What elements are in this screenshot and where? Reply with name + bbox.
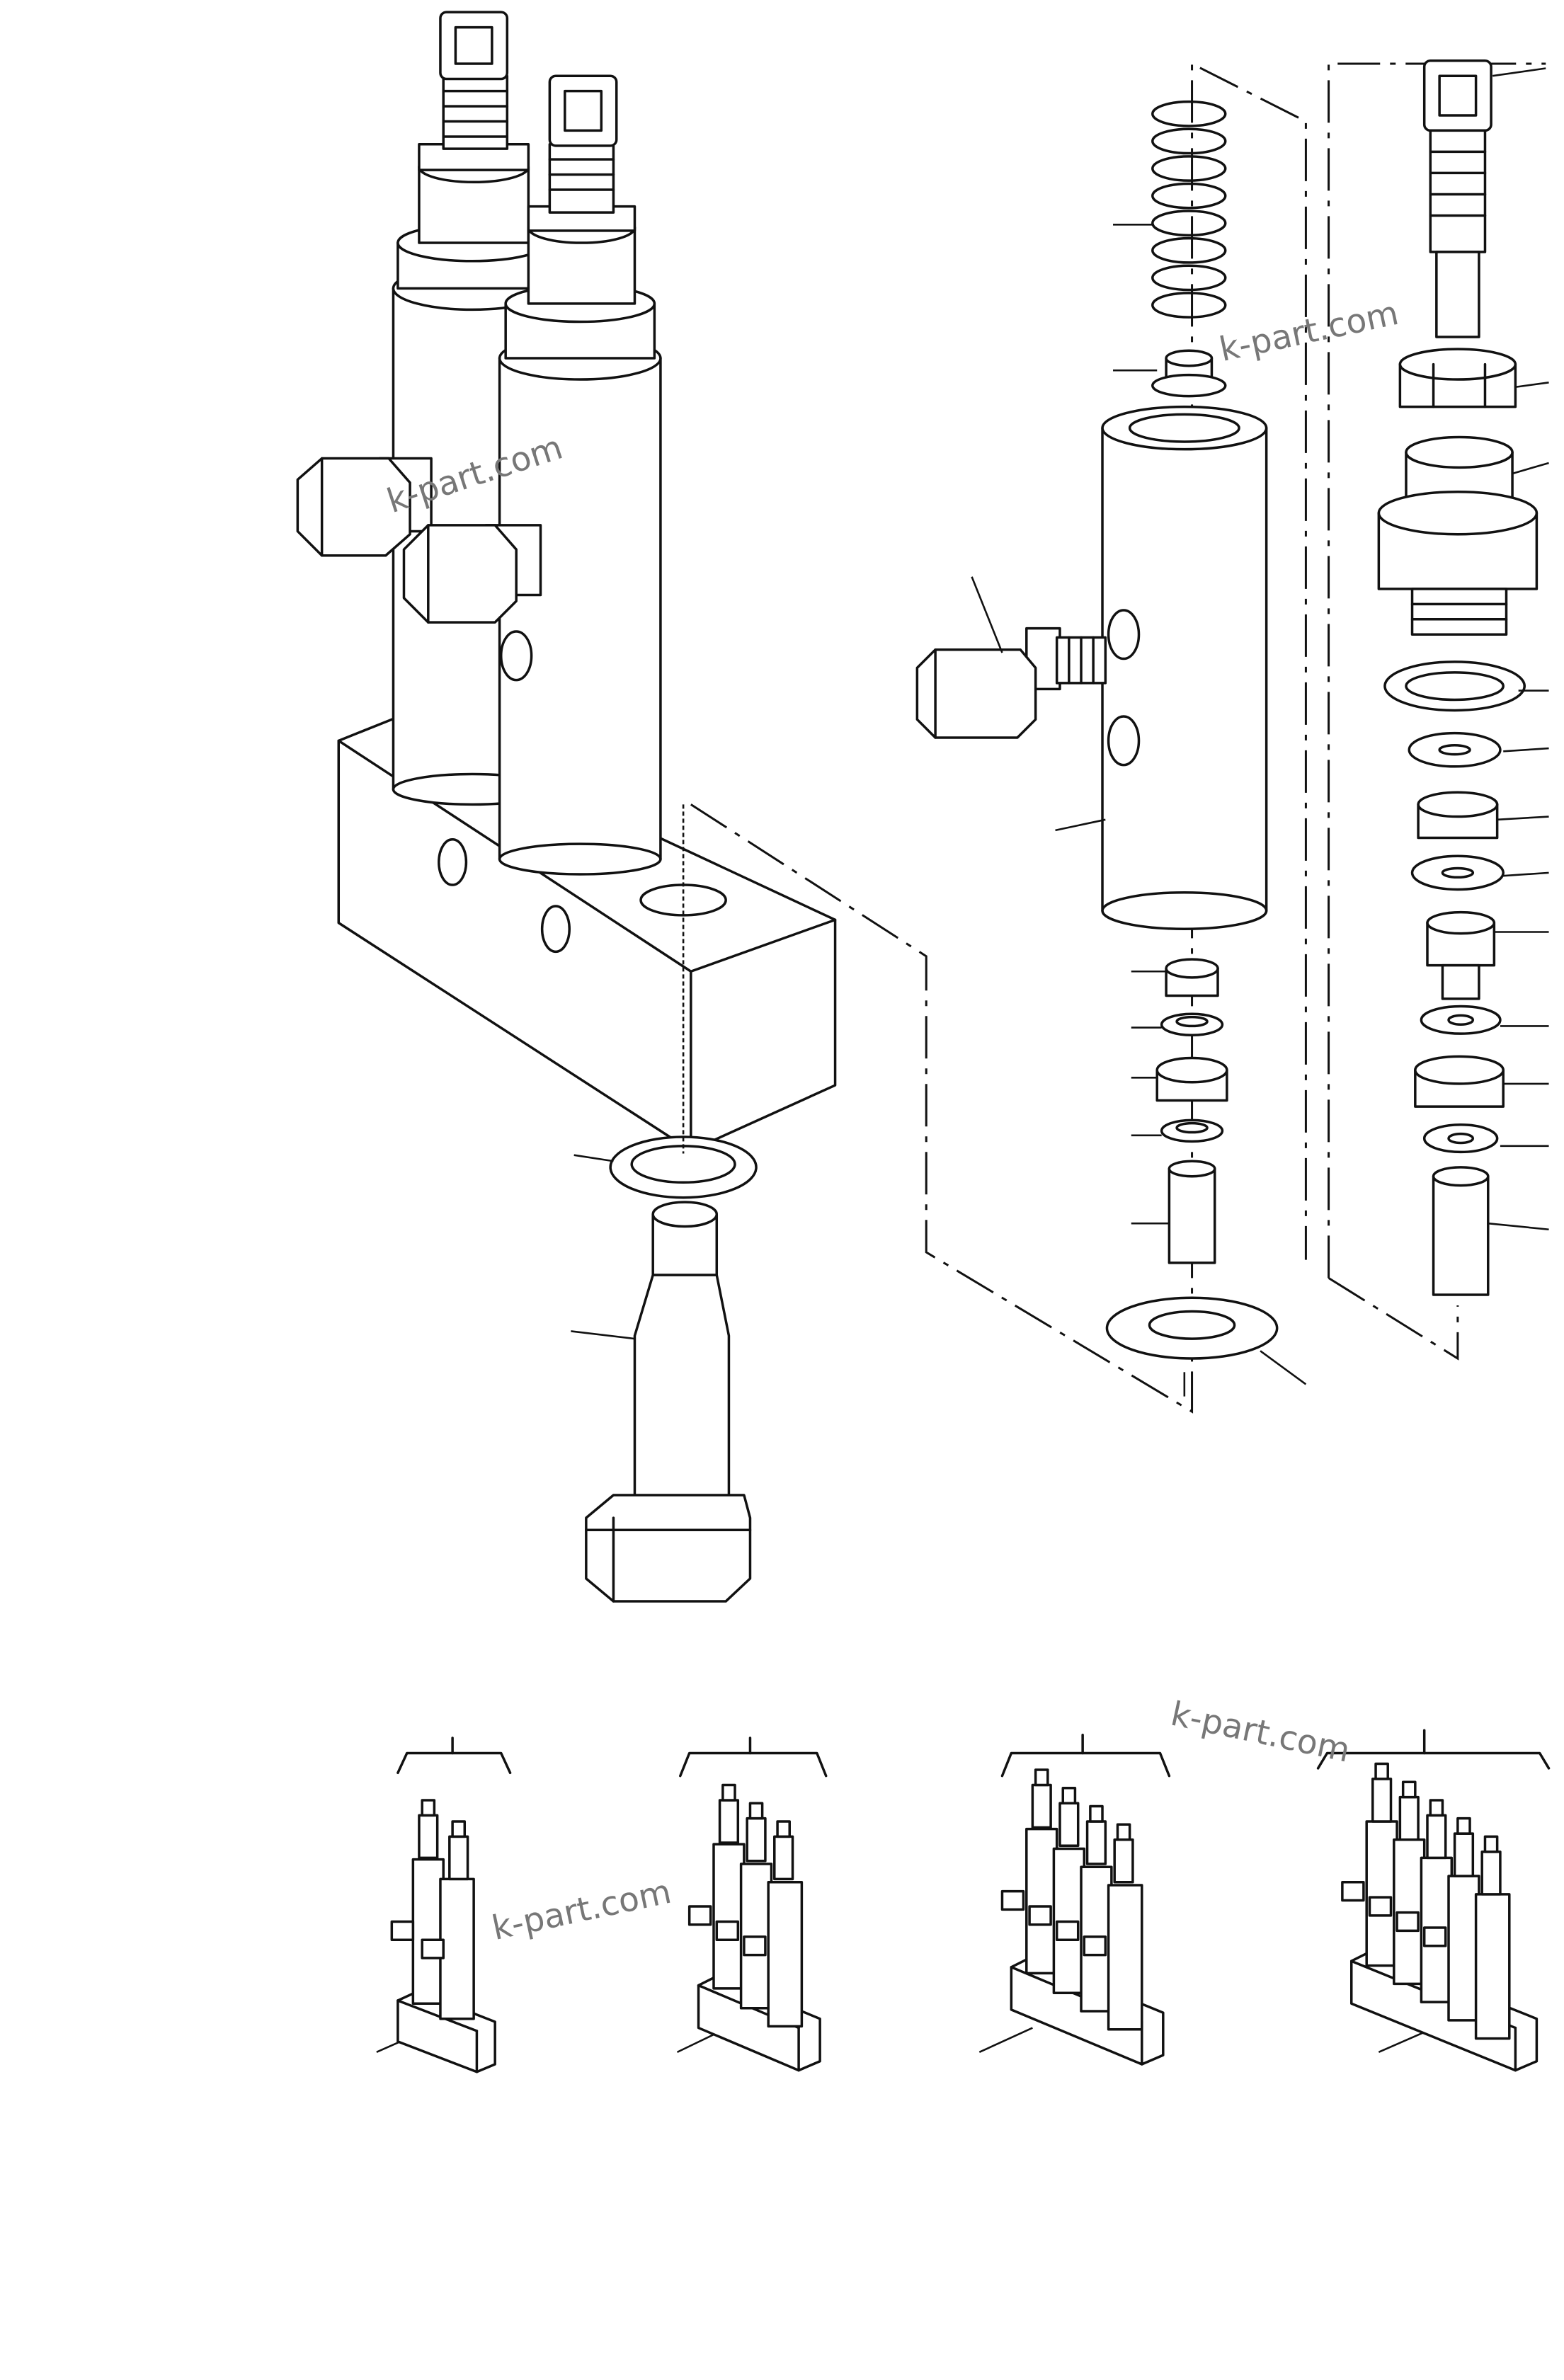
exploded-right-group [1185, 61, 1549, 1397]
seal-stack [1107, 959, 1277, 1358]
lift-tab [549, 76, 616, 146]
assembly-guide-lines [691, 64, 1546, 1412]
port-hole [542, 906, 570, 951]
callout-leaders-center [972, 224, 1306, 1384]
lift-tab [1425, 61, 1491, 131]
pump-body-tube [1102, 407, 1267, 929]
gasket [1385, 662, 1524, 711]
spring [1153, 102, 1226, 317]
watermark: k-part.com [1216, 294, 1403, 370]
variant-brackets [398, 1730, 1549, 1775]
valve-nut [1427, 912, 1494, 999]
exploded-center-group [917, 102, 1306, 1385]
variants-row [392, 1730, 1548, 2071]
plunger [1434, 1177, 1488, 1295]
watermark: k-part.com [489, 1872, 675, 1948]
variant-2-unit [392, 1800, 495, 2072]
variant-4-unit [1002, 1770, 1163, 2064]
hex-plug-front [404, 525, 540, 622]
front-cylinder-body [500, 358, 661, 859]
adjuster-body [1379, 437, 1536, 635]
hex-plug-rear [297, 459, 431, 556]
lift-tab [440, 12, 507, 79]
retaining-ring [610, 1137, 756, 1198]
bleed-plug [917, 629, 1105, 738]
callout-leaders-right [1185, 68, 1549, 1396]
spring-seat [1153, 350, 1226, 396]
bottom-fitting [586, 1202, 750, 1601]
port-hole [439, 840, 467, 885]
assembled-block-group [297, 12, 1427, 2052]
variant-3-unit [690, 1785, 820, 2071]
lock-nut [1400, 349, 1515, 406]
watermark: k-part.com [1168, 1695, 1354, 1770]
variant-5-unit [1342, 1763, 1537, 2070]
